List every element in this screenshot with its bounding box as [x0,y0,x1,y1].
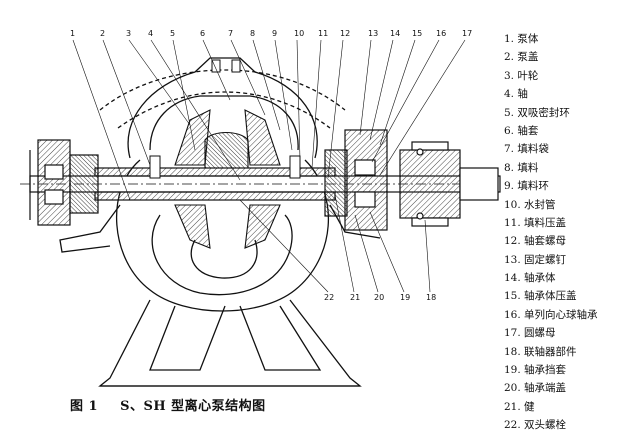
legend-item: 1. 泵体 [504,33,539,45]
callout-1: 1 [70,29,75,38]
legend-item: 17. 圆螺母 [504,327,556,340]
callout-13: 13 [368,29,378,38]
legend-item: 13. 固定螺钉 [504,253,567,266]
double-end-studs [149,59,301,179]
legend-item: 22. 双头螺栓 [504,419,567,432]
legend-item: 18. 联轴器部件 [504,345,577,358]
legend-item: 11. 填料压盖 [504,216,567,229]
legend-item: 6. 轴套 [504,124,539,137]
figure-number: 图 1 [70,399,99,414]
legend-item: 4. 轴 [504,88,528,101]
parts-legend: 1. 泵体 2. 泵盖 3. 叶轮 4. 轴 5. 双吸密封环 6. 轴套 7.… [504,30,634,435]
callout-20: 20 [374,293,384,302]
legend-item: 21. 健 [504,400,535,413]
callout-15: 15 [412,29,422,38]
callout-5: 5 [170,29,175,38]
callout-numbers: 1 2 3 4 5 6 7 8 9 10 11 12 13 14 15 16 1… [70,29,472,302]
callout-14: 14 [390,29,400,38]
legend-item: 15. 轴承体压盖 [504,290,577,303]
right-bearing-assembly [324,129,388,231]
figure-title: S、SH 型离心泵结构图 [120,399,266,414]
callout-16: 16 [436,29,446,38]
callout-3: 3 [126,29,131,38]
callout-22: 22 [324,293,334,302]
callout-2: 2 [100,29,105,38]
legend-item: 12. 轴套螺母 [504,235,567,248]
callout-8: 8 [250,29,255,38]
left-bearing-assembly [29,139,99,226]
callout-4: 4 [148,29,153,38]
legend-item: 2. 泵盖 [504,51,539,64]
legend-item: 9. 填料环 [504,180,549,193]
pump-base [98,299,362,387]
legend-item: 5. 双吸密封环 [504,106,570,119]
legend-item: 3. 叶轮 [504,69,539,82]
pump-body [59,159,381,312]
callout-19: 19 [400,293,410,302]
legend-item: 14. 轴承体 [504,272,556,285]
figure-caption: 图 1 S、SH 型离心泵结构图 [70,395,288,414]
callout-7: 7 [228,29,233,38]
legend-item: 19. 轴承挡套 [504,364,567,377]
leader-lines [72,39,466,293]
legend-item: 8. 填料 [504,161,539,174]
callout-11: 11 [318,29,328,38]
callout-12: 12 [340,29,350,38]
callout-10: 10 [294,29,304,38]
coupling-assembly [399,141,499,227]
legend-item: 20. 轴承端盖 [504,382,567,395]
callout-9: 9 [272,29,277,38]
legend-item: 7. 填料袋 [504,143,549,156]
legend-item: 10. 水封管 [504,198,556,211]
legend-item: 16. 单列向心球轴承 [504,308,598,321]
callout-18: 18 [426,293,436,302]
callout-21: 21 [350,293,360,302]
callout-6: 6 [200,29,205,38]
callout-17: 17 [462,29,472,38]
